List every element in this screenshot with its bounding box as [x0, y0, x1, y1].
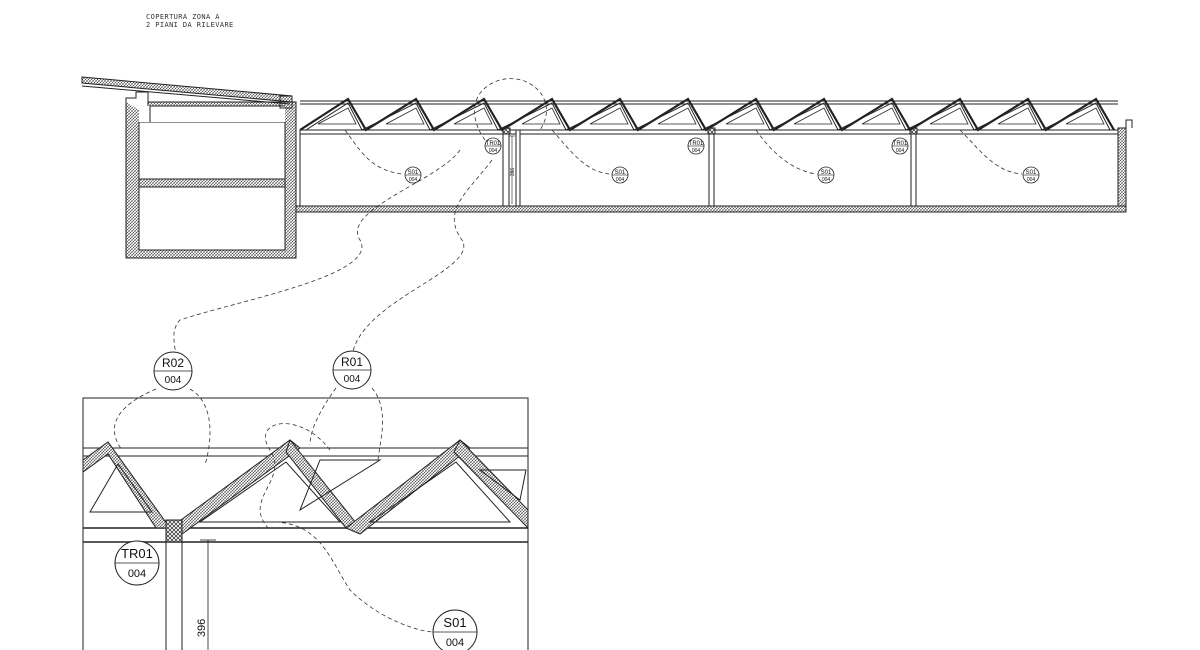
section-tag: S01 004: [818, 167, 834, 183]
section-tag-sheet: 004: [1027, 177, 1036, 183]
two-storey-block: [82, 77, 296, 258]
detail-tag: R01 004: [333, 351, 371, 389]
section-tag-code: TR01: [689, 141, 704, 147]
leader-lines-section: [174, 79, 1022, 356]
section-tag: S01 004: [612, 167, 628, 183]
leader-lines-detail: [114, 388, 434, 632]
section-tag-code: S01: [615, 170, 626, 176]
detail-tag: R02 004: [154, 352, 192, 390]
detail-tag-sheet: 004: [446, 637, 464, 649]
section-tag-code: S01: [1026, 170, 1037, 176]
section-tag: S01 004: [1023, 167, 1039, 183]
section-tag: S01 004: [405, 167, 421, 183]
detail-tag-code: R01: [341, 355, 363, 369]
detail-tag: S01 004: [433, 610, 477, 650]
section-tag-sheet: 004: [489, 148, 498, 154]
note-line-1: COPERTURA ZONA A: [146, 13, 220, 21]
detail-tag-sheet: 004: [344, 374, 361, 385]
drawing-note: COPERTURA ZONA A 2 PIANI DA RILEVARE: [146, 13, 234, 29]
section-tag: TR01 004: [892, 138, 908, 154]
detail-tag: TR01 004: [115, 541, 159, 585]
detail-tag-sheet: 004: [165, 375, 182, 386]
section-tag-sheet: 004: [896, 148, 905, 154]
detail-tag-sheet: 004: [128, 568, 146, 580]
section-tag: TR01 004: [688, 138, 704, 154]
section-tag-code: S01: [408, 170, 419, 176]
section-tag-code: TR01: [486, 141, 501, 147]
detail-tag-code: R02: [162, 356, 184, 370]
section-tag-sheet: 004: [409, 177, 418, 183]
note-line-2: 2 PIANI DA RILEVARE: [146, 21, 234, 29]
section-tag-code: TR01: [893, 141, 908, 147]
detail-tag-code: S01: [443, 615, 466, 630]
sawtooth-roof-section: [296, 99, 1132, 212]
section-tag: TR01 004: [485, 138, 501, 154]
section-dimension: 396: [510, 168, 516, 177]
section-tag-code: S01: [821, 170, 832, 176]
section-tag-sheet: 004: [692, 148, 701, 154]
section-tag-sheet: 004: [822, 177, 831, 183]
detail-tag-code: TR01: [121, 546, 153, 561]
detail-enlargement: [83, 398, 528, 650]
detail-dimension: 396: [196, 619, 208, 637]
section-tag-sheet: 004: [616, 177, 625, 183]
